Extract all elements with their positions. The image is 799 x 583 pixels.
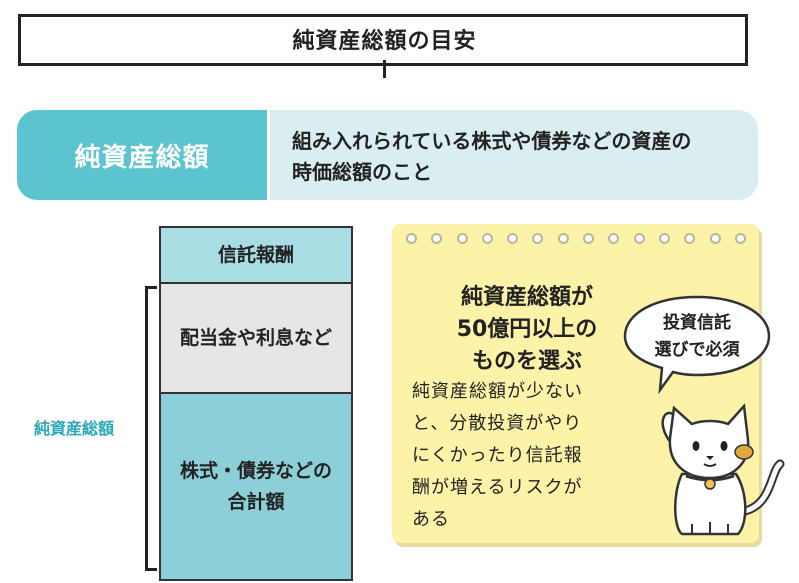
binder-hole: [507, 233, 519, 244]
note-heading: 純資産総額が 50億円以上の ものを選ぶ: [412, 282, 642, 378]
net-assets-label: 純資産総額: [34, 419, 115, 438]
note-body-line-4: 酬が増えるリスクが: [412, 477, 583, 498]
definition-term: 純資産総額: [17, 110, 267, 200]
note-heading-line-2: 50億円以上の: [456, 317, 598, 342]
note-body: 純資産総額が少ない と、分散投資がやり にくかったり信託報 酬が増えるリスクが …: [412, 376, 652, 536]
definition-bar: 純資産総額 組み入れられている株式や債券などの資産の 時価総額のこと: [17, 110, 758, 200]
binder-hole: [658, 233, 670, 244]
note-heading-line-3: ものを選ぶ: [471, 349, 582, 374]
binder-hole: [734, 233, 746, 244]
title-tick: [383, 60, 386, 78]
note-holes: [406, 233, 746, 249]
binder-hole: [709, 233, 721, 244]
dividends-block: 配当金や利息など: [161, 284, 351, 394]
holdings-line-1: 株式・債券などの: [179, 459, 332, 482]
bubble-line-2: 選びで必須: [654, 340, 740, 360]
page-title: 純資産総額の目安: [292, 28, 477, 54]
binder-hole: [431, 233, 443, 244]
note-body-line-5: ある: [412, 509, 450, 530]
binder-hole: [684, 233, 696, 244]
note-body-line-2: と、分散投資がやり: [412, 413, 583, 434]
note-body-line-1: 純資産総額が少ない: [412, 381, 583, 402]
binder-hole: [633, 233, 645, 244]
binder-hole: [456, 233, 468, 244]
bubble-line-1: 投資信託: [663, 313, 731, 333]
cat-icon: [661, 403, 785, 536]
bubble-text: 投資信託 選びで必須: [622, 310, 772, 364]
speech-bubble: 投資信託 選びで必須: [622, 294, 772, 394]
note-card: 純資産総額が 50億円以上の ものを選ぶ 純資産総額が少ない と、分散投資がやり…: [392, 224, 759, 543]
binder-hole: [406, 233, 417, 244]
definition-divider: [267, 110, 270, 200]
note-body-line-3: にくかったり信託報: [412, 445, 583, 466]
definition-description: 組み入れられている株式や債券などの資産の 時価総額のこと: [270, 110, 758, 200]
binder-hole: [557, 233, 569, 244]
net-assets-bracket: [145, 286, 157, 571]
binder-hole: [608, 233, 620, 244]
holdings-block: 株式・債券などの 合計額: [161, 394, 351, 579]
asset-stack: 信託報酬 配当金や利息など 株式・債券などの 合計額: [159, 226, 353, 581]
speech-bubble-shape: [623, 295, 771, 394]
binder-hole: [583, 233, 595, 244]
note-heading-line-1: 純資産総額が: [460, 285, 593, 310]
definition-line-1: 組み入れられている株式や債券などの資産の: [292, 129, 692, 153]
binder-hole: [532, 233, 544, 244]
definition-line-2: 時価総額のこと: [292, 160, 432, 184]
holdings-line-2: 合計額: [227, 490, 285, 513]
fee-block: 信託報酬: [161, 228, 351, 284]
binder-hole: [481, 233, 493, 244]
